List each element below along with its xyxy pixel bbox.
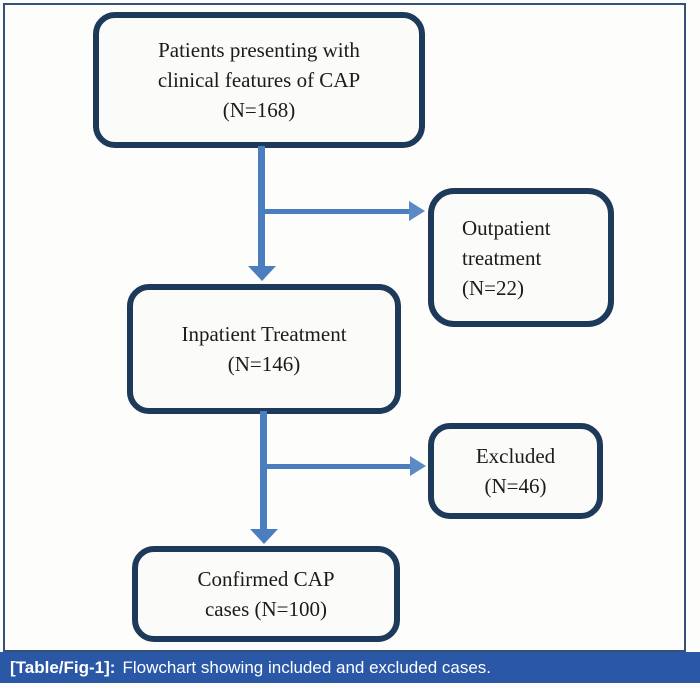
arrow-right-icon: [409, 201, 425, 221]
flow-box-patients-line2: clinical features of CAP: [157, 68, 361, 92]
flow-box-excluded-line1: Excluded: [475, 444, 556, 468]
flow-box-patients: Patients presenting with clinical featur…: [93, 12, 425, 148]
arrow-down-icon: [248, 266, 276, 281]
flow-box-confirmed-line1: Confirmed CAP: [197, 567, 335, 591]
flow-box-outpatient-line2: treatment: [462, 245, 542, 270]
flow-box-patients-line1: Patients presenting with: [158, 38, 360, 62]
flow-box-inpatient-line1: Inpatient Treatment: [181, 322, 347, 346]
flow-box-confirmed: Confirmed CAP cases (N=100): [132, 546, 400, 642]
arrow-down-icon: [250, 529, 278, 544]
figure-caption-label: [Table/Fig-1]:: [10, 657, 116, 677]
flow-box-inpatient-count: (N=146): [227, 352, 301, 376]
arrow-branch-to-excluded-shaft: [264, 464, 410, 469]
flow-box-outpatient-count: (N=22): [462, 275, 524, 300]
figure-caption-text: Flowchart showing included and excluded …: [122, 657, 491, 677]
flow-box-outpatient-line1: Outpatient: [462, 215, 551, 240]
arrow-right-icon: [410, 456, 426, 476]
figure-caption-bar: [Table/Fig-1]: Flowchart showing include…: [0, 652, 700, 683]
arrow-branch-to-outpatient-shaft: [261, 209, 409, 214]
figure-border-frame: [3, 3, 686, 652]
flow-box-excluded: Excluded (N=46): [428, 423, 603, 519]
flow-box-patients-count: (N=168): [222, 98, 296, 122]
flow-box-confirmed-count: cases (N=100): [204, 597, 328, 621]
flow-box-excluded-count: (N=46): [484, 474, 547, 498]
flow-box-inpatient: Inpatient Treatment (N=146): [127, 284, 401, 414]
arrow-patients-to-inpatient-shaft: [258, 146, 265, 266]
flow-box-outpatient: Outpatient treatment (N=22): [428, 188, 614, 327]
arrow-inpatient-to-confirmed-shaft: [260, 411, 267, 529]
